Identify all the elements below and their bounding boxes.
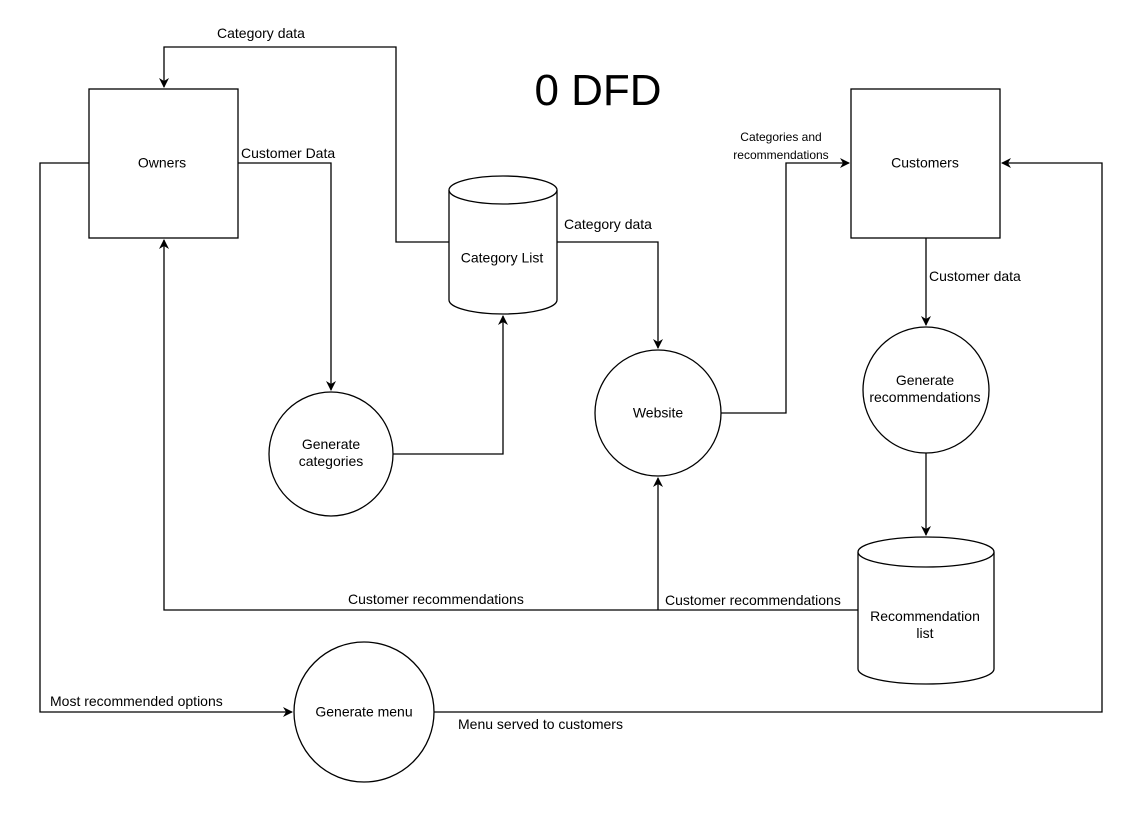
flow-categories-and-recommendations — [721, 158, 850, 414]
diagram-title: 0 DFD — [534, 66, 662, 115]
generate-recommendations-label: Generate recommendations — [869, 372, 980, 406]
flow-category-data-to-website — [557, 241, 663, 349]
flow-customer-data-owners — [238, 162, 336, 391]
generate-menu-label: Generate menu — [315, 703, 413, 720]
recommendation-list-store — [857, 536, 995, 685]
flow-label-category-data-to-owners: Category data — [217, 25, 305, 41]
categories-and-recommendations-line-1: Categories and — [740, 130, 822, 144]
flow-label-customer-data-customers: Customer data — [929, 268, 1021, 284]
recommendation-list-label: Recommendation list — [870, 608, 980, 642]
flow-label-category-data-to-website: Category data — [564, 216, 652, 232]
owners-entity — [88, 88, 239, 239]
categories-and-recommendations-line-2: recommendations — [733, 148, 829, 162]
flow-categories-to-category-list — [393, 315, 508, 455]
recommendation-list-line-2: list — [916, 625, 934, 641]
flow-menu-served-to-customers — [434, 158, 1103, 713]
recommendation-list-line-1: Recommendation — [870, 608, 980, 624]
flow-label-categories-and-recommendations: Categories and recommendations — [733, 128, 828, 164]
category-list-label: Category List — [460, 249, 544, 266]
flow-label-customer-data-owners: Customer Data — [241, 145, 336, 161]
category-list-store — [448, 175, 558, 315]
flow-label-menu-served-to-customers: Menu served to customers — [458, 716, 623, 732]
flow-most-recommended-options — [39, 162, 293, 717]
customers-entity — [850, 88, 1001, 239]
flow-label-customer-recommendations-to-website: Customer recommendations — [665, 592, 841, 608]
flow-category-data-to-owners — [159, 46, 449, 243]
generate-categories-line-2: categories — [298, 453, 364, 469]
flow-label-customer-recommendations-to-owners: Customer recommendations — [348, 591, 524, 607]
flow-customer-recommendations-to-owners — [159, 239, 858, 611]
generate-recommendations-line-2: recommendations — [869, 389, 981, 405]
generate-categories-line-1: Generate — [301, 436, 361, 452]
generate-categories-label: Generate categories — [299, 436, 364, 470]
generate-recommendations-line-1: Generate — [895, 372, 955, 388]
website-label: Website — [632, 404, 684, 421]
flow-label-most-recommended-options: Most recommended options — [50, 693, 223, 709]
owners-label: Owners — [137, 154, 187, 171]
customers-label: Customers — [891, 154, 959, 171]
